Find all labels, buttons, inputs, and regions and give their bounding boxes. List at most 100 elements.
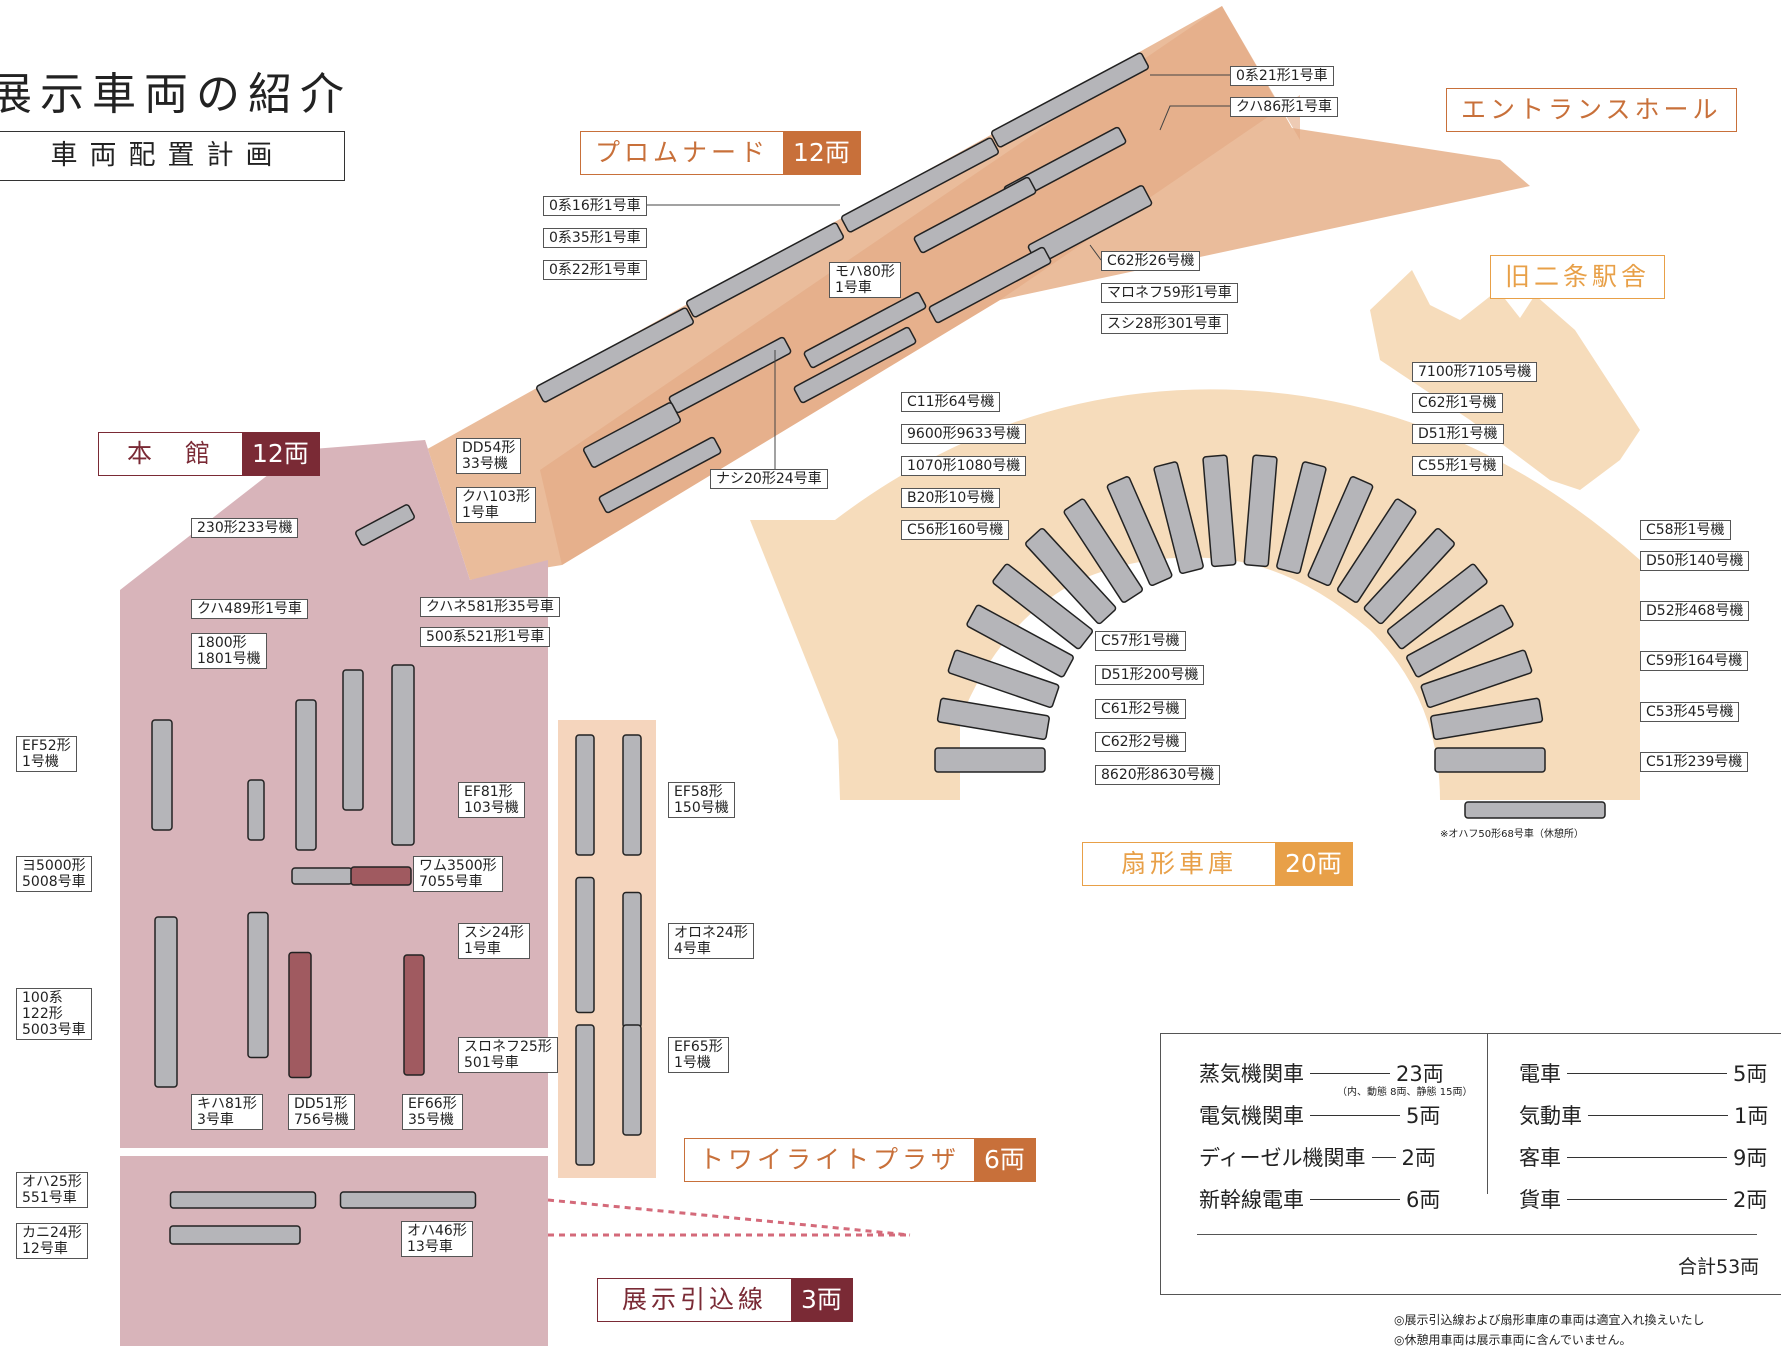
vehicle-0kei-21: [991, 52, 1149, 148]
legend-total-rule: [1197, 1234, 1757, 1235]
label-100kei: 100系 122形 5003号車: [16, 988, 92, 1040]
label-0kei-35: 0系35形1号車: [543, 228, 647, 248]
legend-steam-label: 蒸気機関車: [1199, 1062, 1304, 1086]
area-promenade: プロムナード 12両: [580, 131, 861, 175]
label-c53: C53形45号機: [1640, 702, 1740, 722]
vehicle-roundhouse-2: [936, 697, 1050, 741]
vehicle-0kei-16: [841, 137, 999, 233]
legend-emu-count: 5両: [1733, 1062, 1768, 1086]
legend-divider: [1487, 1034, 1488, 1194]
legend-leader-line: [1310, 1114, 1400, 1116]
vehicle-roundhouse-6: [1025, 527, 1117, 625]
legend-coach: 客車 9両: [1519, 1142, 1767, 1172]
label-kuha489: クハ489形1号車: [191, 599, 308, 619]
vehicle-500kei: [391, 664, 415, 846]
legend-total: 合計53両: [1678, 1256, 1760, 1278]
label-kiha81: キハ81形 3号車: [191, 1094, 263, 1130]
legend-freight-label: 貨車: [1519, 1188, 1561, 1212]
vehicle-kuhane581: [342, 669, 364, 811]
vehicle-maronef59: [928, 246, 1052, 324]
label-suronef25: スロネフ25形 501号車: [458, 1037, 558, 1073]
label-oha46: オハ46形 13号車: [401, 1221, 473, 1257]
area-honkan-count: 12両: [242, 433, 319, 475]
legend-diesel-label: ディーゼル機関車: [1199, 1146, 1366, 1170]
label-sushi28: スシ28形301号車: [1101, 314, 1228, 334]
vehicle-roundhouse-10: [1202, 454, 1237, 568]
label-dd54: DD54形 33号機: [456, 438, 522, 474]
label-230: 230形233号機: [191, 518, 299, 538]
area-nijo-name: 旧二条駅舎: [1491, 256, 1665, 298]
vehicle-roundhouse-7: [1063, 498, 1143, 603]
legend-electric-loco-count: 5両: [1406, 1104, 1441, 1128]
vehicle-oha46: [339, 1191, 477, 1209]
area-entrance-name: エントランスホール: [1447, 89, 1736, 131]
siding-track: [547, 1198, 911, 1237]
label-c56: C56形160号機: [901, 520, 1010, 540]
legend-diesel: ディーゼル機関車 2両: [1199, 1142, 1436, 1172]
area-siding-count: 3両: [791, 1279, 852, 1321]
legend-diesel-count: 2両: [1401, 1146, 1436, 1170]
legend-steam: 蒸気機関車 23両: [1199, 1058, 1444, 1088]
legend-electric-loco: 電気機関車 5両: [1199, 1100, 1440, 1130]
vehicle-kuha489: [295, 699, 317, 851]
label-b20: B20形10号機: [901, 488, 1001, 508]
vehicle-dd54: [582, 402, 682, 468]
leader-kuha86: [1159, 105, 1230, 131]
area-entrance: エントランスホール: [1446, 88, 1737, 132]
label-0kei-22: 0系22形1号車: [543, 260, 647, 280]
area-siding: 展示引込線 3両: [597, 1278, 853, 1322]
area-honkan: 本 館 12両: [98, 432, 320, 476]
area-honkan-name: 本 館: [99, 433, 243, 475]
vehicle-dd51-756: [288, 951, 312, 1079]
label-ef66: EF66形 35号機: [402, 1094, 463, 1130]
legend-leader-line: [1567, 1198, 1727, 1200]
area-roundhouse-count: 20両: [1275, 843, 1352, 885]
legend-steam-note: （内、動態 8両、静態 15両）: [1337, 1087, 1473, 1098]
vehicle-kuha103: [598, 436, 722, 514]
vehicle-ef58: [622, 734, 642, 856]
vehicle-ef66: [403, 954, 425, 1076]
vehicle-roundhouse-15: [1363, 527, 1455, 625]
legend-shinkansen-count: 6両: [1406, 1188, 1441, 1212]
label-orone24: オロネ24形 4号車: [668, 923, 754, 959]
label-ef65: EF65形 1号機: [668, 1037, 729, 1073]
label-wamu3500: ワム3500形 7055号車: [413, 856, 503, 892]
vehicle-roundhouse-12: [1276, 461, 1327, 575]
label-kuha86: クハ86形1号車: [1230, 97, 1339, 117]
label-kuha103: クハ103形 1号車: [456, 487, 537, 523]
label-c61: C61形2号機: [1095, 699, 1186, 719]
vehicle-kani24: [169, 1225, 301, 1245]
label-500kei: 500系521形1号車: [420, 627, 551, 647]
honkan-divider: [120, 1148, 548, 1156]
label-c57: C57形1号機: [1095, 631, 1186, 651]
label-d50: D50形140号機: [1640, 551, 1750, 571]
label-c55: C55形1号機: [1412, 456, 1503, 476]
vehicle-ohafu50-rest: [1464, 801, 1606, 819]
footnote-1: ◎展示引込線および扇形車庫の車両は適宜入れ換えいたし: [1394, 1313, 1705, 1327]
label-c62-2: C62形2号機: [1095, 732, 1186, 752]
vehicle-kiha81: [247, 911, 269, 1059]
legend-leader-line: [1310, 1072, 1390, 1074]
label-1070: 1070形1080号機: [901, 456, 1027, 476]
vehicle-c58-promenade: [793, 326, 917, 404]
area-promenade-name: プロムナード: [581, 132, 784, 174]
legend-coach-count: 9両: [1733, 1146, 1768, 1170]
area-twilight: トワイライトプラザ 6両: [684, 1138, 1036, 1182]
vehicle-roundhouse-16: [1386, 563, 1488, 650]
legend-dmu-label: 気動車: [1519, 1104, 1582, 1128]
area-twilight-count: 6両: [974, 1139, 1035, 1181]
vehicle-0kei-35: [686, 222, 844, 318]
legend-electric-loco-label: 電気機関車: [1199, 1104, 1304, 1128]
vehicle-ef65: [622, 1024, 642, 1136]
vehicle-230: [355, 504, 415, 546]
vehicle-yo5000: [291, 867, 353, 885]
vehicle-roundhouse-11: [1243, 454, 1278, 568]
vehicle-orone24: [622, 891, 642, 1029]
legend-dmu: 気動車 1両: [1519, 1100, 1768, 1130]
label-9600: 9600形9633号機: [901, 424, 1027, 444]
vehicle-roundhouse-18: [1420, 649, 1533, 708]
label-0kei-21: 0系21形1号車: [1230, 66, 1334, 86]
vehicle-100kei: [154, 916, 178, 1088]
area-promenade-count: 12両: [783, 132, 860, 174]
label-c58: C58形1号機: [1640, 520, 1731, 540]
